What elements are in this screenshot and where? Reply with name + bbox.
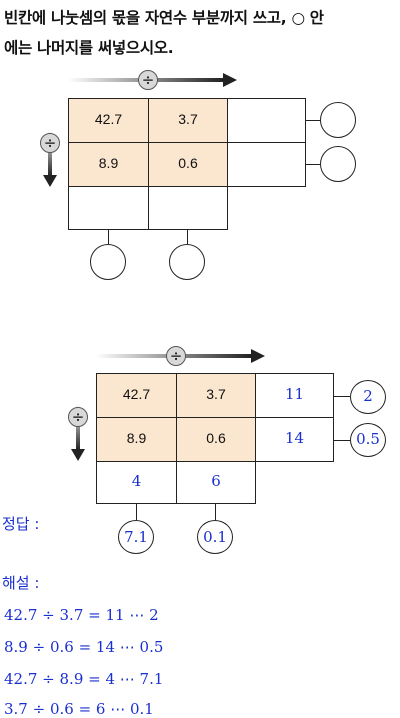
answer-cell [176,461,256,504]
answer-cell [227,142,306,187]
connector-line [334,440,350,441]
answer-cell [255,417,334,462]
vertical-arrow-icon [43,130,57,187]
remainder-circle [197,520,233,554]
solution-line: 42.7 ÷ 8.9 = 4 ⋯ 7.1 [4,670,164,688]
divisor-value: 3.7 [178,111,198,127]
remainder-circle [320,102,356,138]
col-quotient: 4 [131,472,142,490]
vertical-arrow-icon [71,404,85,461]
connector-line [187,230,188,244]
remainder-circle [350,423,386,457]
connector-line [334,396,350,397]
remainder-circle [118,520,154,554]
divisor-value: 0.6 [178,155,198,171]
solution-line: 42.7 ÷ 3.7 = 11 ⋯ 2 [4,606,159,624]
explanation-label: 해설 : [2,574,40,592]
connector-line [108,230,109,244]
answer-label: 정답 : [2,515,40,533]
connector-line [306,164,320,165]
divide-icon: ÷ [40,133,60,153]
grid-cell [68,142,149,187]
remainder-circle [350,380,386,414]
col-remainder: 7.1 [124,528,148,546]
remainder-circle [90,244,126,280]
divisor-value: 0.6 [206,430,226,446]
connector-line [136,504,137,520]
connector-line [306,120,320,121]
dividend-value: 8.9 [126,430,147,446]
answer-cell [227,98,306,143]
dividend-value: 42.7 [94,111,123,127]
divisor-value: 3.7 [206,386,226,402]
row-remainder: 2 [363,387,373,405]
remainder-circle [169,244,205,280]
solution-line: 8.9 ÷ 0.6 = 14 ⋯ 0.5 [4,638,164,656]
row-remainder: 0.5 [356,430,380,448]
row-quotient: 11 [284,385,305,403]
answer-cell [68,186,149,230]
remainder-circle [320,146,356,182]
row-quotient: 14 [284,429,305,447]
dividend-value: 8.9 [98,155,119,171]
divide-icon: ÷ [138,70,158,90]
grid-cell [96,417,177,462]
col-remainder: 0.1 [203,528,227,546]
divide-icon: ÷ [166,346,186,366]
dividend-value: 42.7 [122,386,151,402]
question-line-2: 에는 나머지를 써넣으시오. [4,39,174,57]
connector-line [215,504,216,520]
solution-line: 3.7 ÷ 0.6 = 6 ⋯ 0.1 [4,700,154,718]
grid-cell [68,98,149,143]
divide-icon: ÷ [68,407,88,427]
answer-cell [148,186,228,230]
question-line-1: 빈칸에 나눗셈의 몫을 자연수 부분까지 쓰고, ○ 안 [4,9,324,27]
col-quotient: 6 [211,472,221,490]
